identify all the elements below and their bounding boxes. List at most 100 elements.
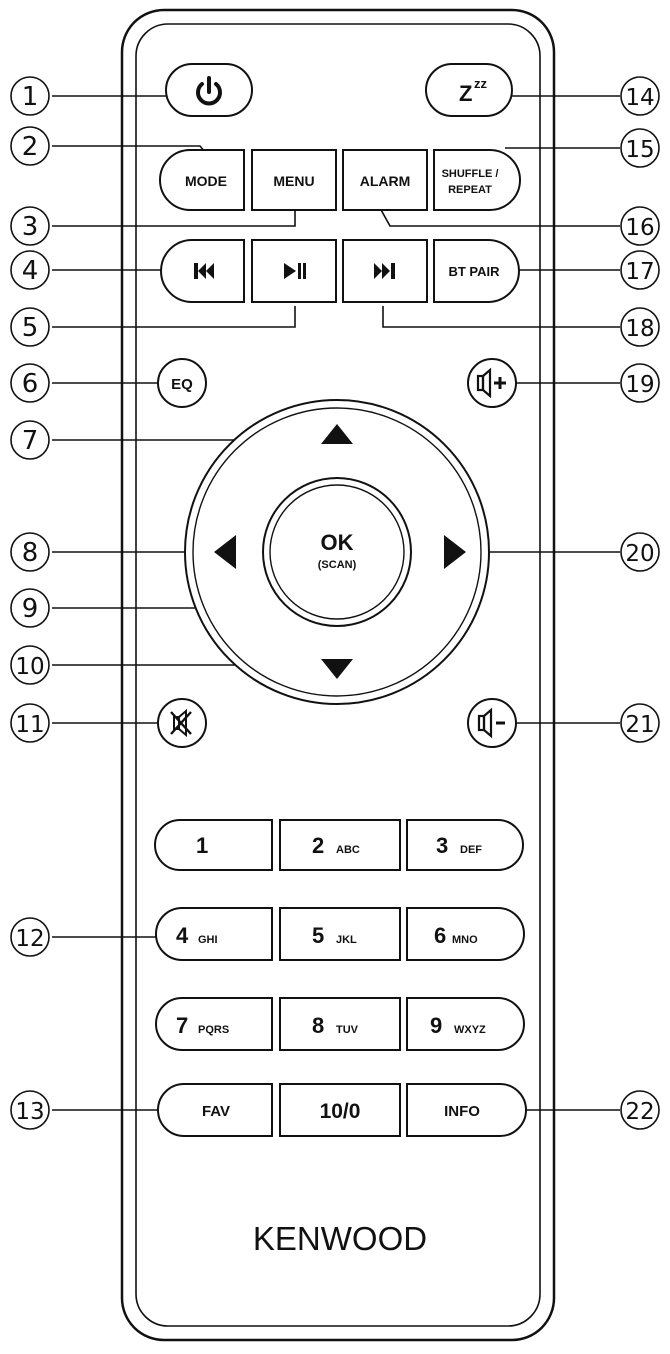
key-9[interactable]: 9 WXYZ <box>406 997 525 1051</box>
key-3[interactable]: 3 DEF <box>406 819 524 871</box>
repeat-label: REPEAT <box>448 184 492 196</box>
callout-10: 10 <box>10 645 50 685</box>
left-button[interactable] <box>214 535 236 569</box>
down-button[interactable] <box>321 659 353 679</box>
mode-button[interactable]: MODE <box>159 149 245 211</box>
svg-text:3: 3 <box>436 833 448 858</box>
ok-scan-button[interactable]: OK (SCAN) <box>262 477 412 627</box>
svg-text:WXYZ: WXYZ <box>454 1024 486 1036</box>
callout-13: 13 <box>10 1090 50 1130</box>
previous-button[interactable] <box>160 239 245 303</box>
key-5[interactable]: 5 JKL <box>279 907 401 961</box>
callout-9: 9 <box>10 588 50 628</box>
svg-text:13: 13 <box>15 1099 44 1125</box>
svg-text:FAV: FAV <box>202 1103 230 1120</box>
callout-3: 3 <box>10 206 50 246</box>
svg-text:14: 14 <box>625 85 654 111</box>
svg-text:8: 8 <box>22 538 39 568</box>
skip-next-icon <box>374 263 395 279</box>
volume-up-button[interactable] <box>467 358 517 408</box>
volume-down-button[interactable] <box>467 698 517 748</box>
svg-text:1: 1 <box>22 82 39 112</box>
brand-logo: KENWOOD <box>253 1220 427 1257</box>
svg-text:7: 7 <box>176 1013 188 1038</box>
mode-label: MODE <box>185 173 227 189</box>
svg-text:16: 16 <box>625 215 654 241</box>
callouts-right: 14 15 16 17 18 19 20 21 22 <box>620 76 660 1130</box>
callout-14: 14 <box>620 76 660 116</box>
up-button[interactable] <box>321 424 353 444</box>
svg-text:4: 4 <box>22 256 39 286</box>
svg-text:1: 1 <box>196 833 208 858</box>
right-button[interactable] <box>444 535 466 569</box>
arrow-down-icon <box>321 659 353 679</box>
alarm-button[interactable]: ALARM <box>342 149 428 211</box>
svg-text:19: 19 <box>625 372 654 398</box>
callout-21: 21 <box>620 703 660 743</box>
callout-20: 20 <box>620 532 660 572</box>
callout-16: 16 <box>620 206 660 246</box>
sleep-button[interactable]: Z zz <box>425 63 513 117</box>
play-pause-icon <box>284 263 306 279</box>
key-10-0[interactable]: 10/0 <box>279 1083 401 1137</box>
keypad: 1 2 ABC 3 DEF 4 GHI 5 JKL 6 MNO <box>154 819 527 1137</box>
svg-text:17: 17 <box>625 259 654 285</box>
key-8[interactable]: 8 TUV <box>279 997 401 1051</box>
svg-text:6: 6 <box>22 369 39 399</box>
svg-text:15: 15 <box>625 137 654 163</box>
volume-down-icon <box>477 707 505 739</box>
callout-6: 6 <box>10 363 50 403</box>
svg-text:INFO: INFO <box>444 1103 480 1120</box>
svg-text:3: 3 <box>22 212 39 242</box>
ok-label: OK <box>321 530 354 555</box>
callout-5: 5 <box>10 307 50 347</box>
svg-text:20: 20 <box>625 541 654 567</box>
key-1[interactable]: 1 <box>154 819 273 871</box>
svg-text:7: 7 <box>22 426 39 456</box>
info-button[interactable]: INFO <box>406 1083 527 1137</box>
sleep-label: Z <box>459 81 472 106</box>
svg-text:MNO: MNO <box>452 934 478 946</box>
svg-text:8: 8 <box>312 1013 324 1038</box>
mute-button[interactable] <box>157 698 207 748</box>
arrow-left-icon <box>214 535 236 569</box>
svg-text:18: 18 <box>625 316 654 342</box>
menu-label: MENU <box>273 173 314 189</box>
shuffle-repeat-button[interactable]: SHUFFLE / REPEAT <box>433 149 521 211</box>
power-icon <box>196 76 222 106</box>
menu-button[interactable]: MENU <box>251 149 337 211</box>
fav-button[interactable]: FAV <box>157 1083 273 1137</box>
play-pause-button[interactable] <box>251 239 337 303</box>
key-4[interactable]: 4 GHI <box>155 907 273 961</box>
bt-pair-button[interactable]: BT PAIR <box>433 239 520 303</box>
next-button[interactable] <box>342 239 428 303</box>
remote-body-outer <box>120 8 556 1342</box>
arrow-right-icon <box>444 535 466 569</box>
mute-icon <box>170 708 192 738</box>
svg-text:DEF: DEF <box>460 844 482 856</box>
svg-text:4: 4 <box>176 923 189 948</box>
callout-2: 2 <box>10 126 50 166</box>
svg-text:ABC: ABC <box>336 844 360 856</box>
callout-12: 12 <box>10 917 50 957</box>
callout-1: 1 <box>10 76 50 116</box>
svg-text:12: 12 <box>15 926 44 952</box>
callout-22: 22 <box>620 1090 660 1130</box>
key-2[interactable]: 2 ABC <box>279 819 401 871</box>
svg-text:JKL: JKL <box>336 934 357 946</box>
alarm-label: ALARM <box>360 173 411 189</box>
eq-button[interactable]: EQ <box>157 358 207 408</box>
eq-label: EQ <box>171 376 193 393</box>
skip-previous-icon <box>194 263 214 279</box>
key-7[interactable]: 7 PQRS <box>155 997 273 1051</box>
callout-11: 11 <box>10 703 50 743</box>
svg-text:21: 21 <box>625 712 654 738</box>
remote-body-inner <box>135 23 541 1327</box>
callout-18: 18 <box>620 307 660 347</box>
power-button[interactable] <box>165 63 253 117</box>
svg-text:5: 5 <box>22 313 39 343</box>
key-6[interactable]: 6 MNO <box>406 907 525 961</box>
svg-text:10: 10 <box>15 654 44 680</box>
bt-pair-label: BT PAIR <box>448 264 500 279</box>
